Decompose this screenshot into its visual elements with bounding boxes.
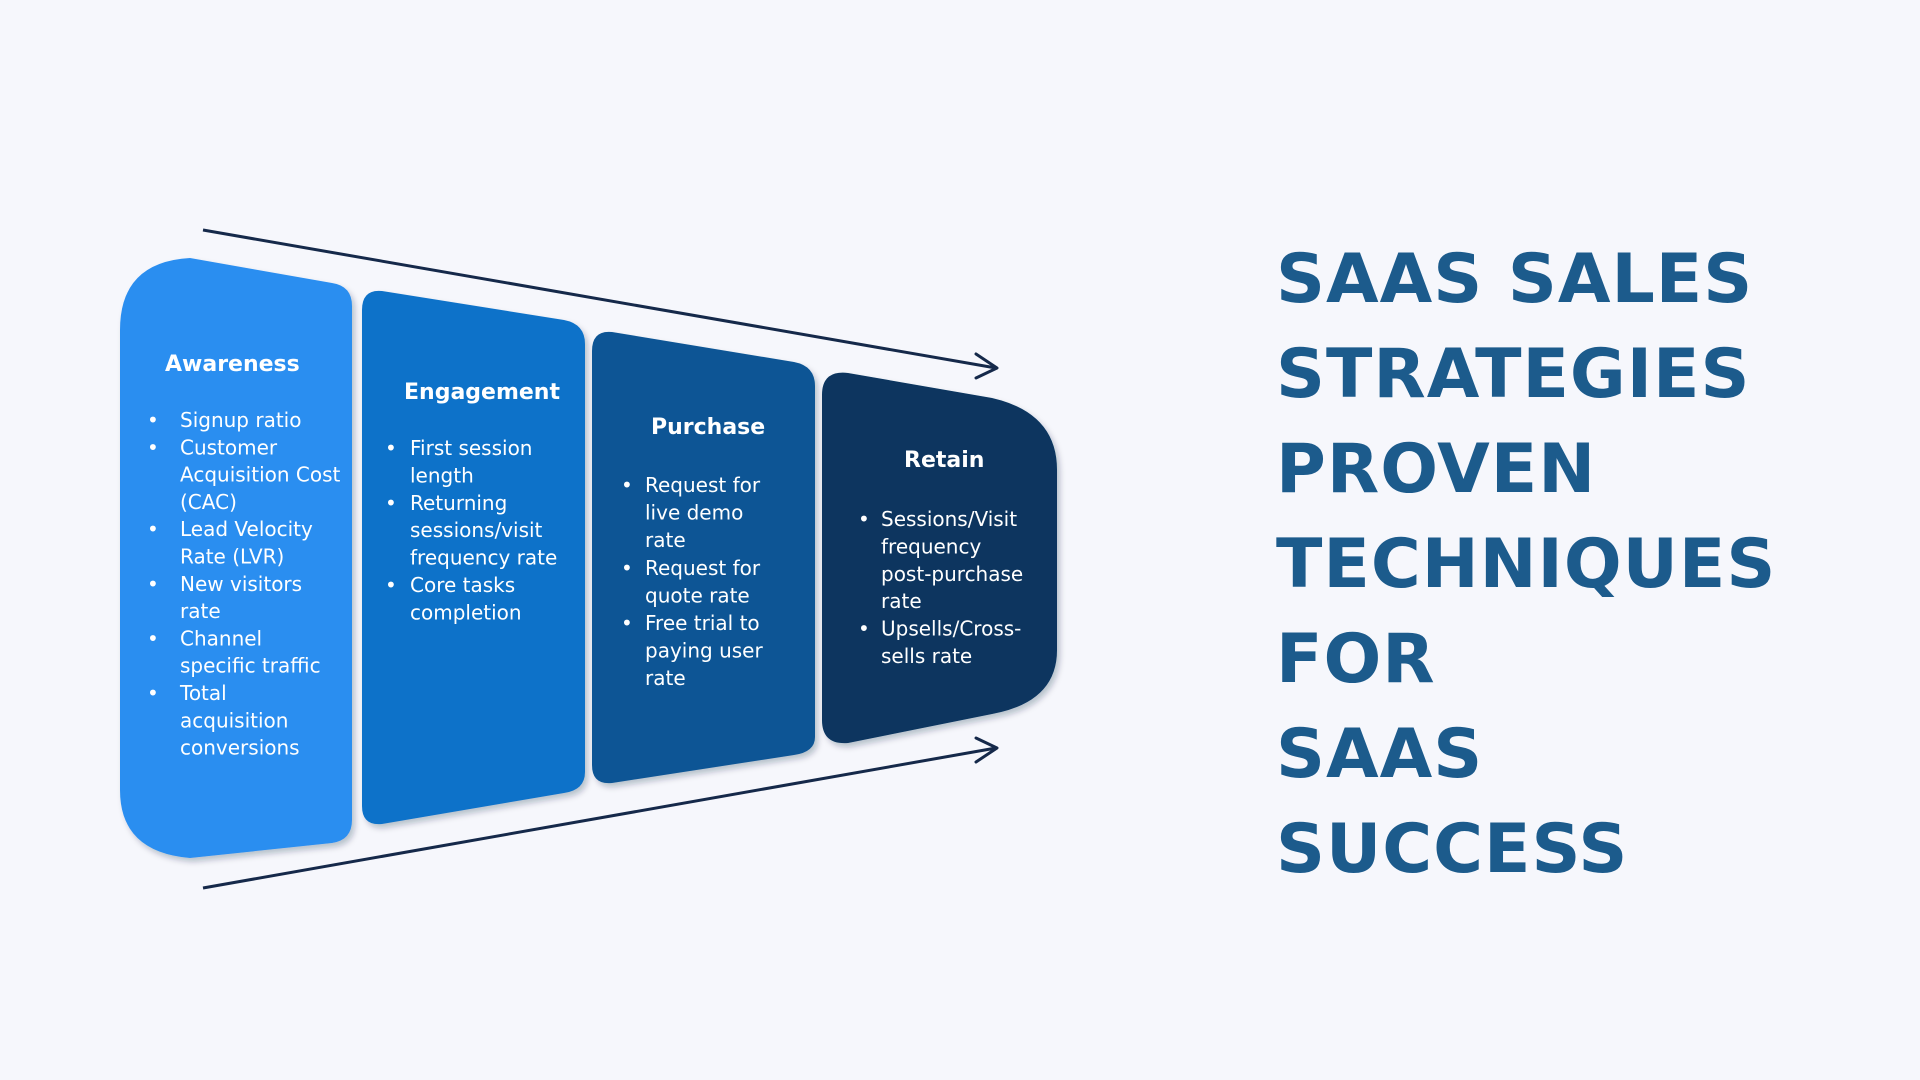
bullet-icon: • [147, 681, 159, 705]
stage-item-line: Rate (LVR) [180, 545, 284, 569]
title-line: SAAS [1276, 715, 1484, 794]
stage-item-line: Core tasks [410, 573, 515, 597]
title-line: TECHNIQUES [1276, 525, 1777, 604]
stage-engagement-shape [362, 290, 585, 825]
stage-item-line: Free trial to [645, 611, 760, 635]
stage-purchase: Purchase • Request for live demo rate • Reque… [592, 331, 815, 784]
stage-item-line: Customer [180, 435, 278, 459]
bullet-icon: • [385, 491, 397, 515]
bottom-arrow [202, 736, 999, 890]
stage-item-line: Channel [180, 626, 262, 650]
stage-item-line: Acquisition Cost [180, 463, 341, 487]
bullet-icon: • [621, 556, 633, 580]
stage-title-awareness: Awareness [165, 352, 300, 377]
stage-item-line: completion [410, 600, 522, 624]
stage-item-line: acquisition [180, 708, 288, 732]
stage-item-line: Request for [645, 556, 761, 580]
stage-item-line: frequency [881, 534, 981, 558]
bullet-icon: • [385, 436, 397, 460]
stage-retain: Retain • Sessions/Visit frequency post-purc… [822, 372, 1057, 744]
stage-purchase-shape [592, 331, 815, 784]
title-line: SAAS SALES [1276, 240, 1754, 319]
stage-item-line: rate [645, 666, 686, 690]
bullet-icon: • [621, 473, 633, 497]
bullet-icon: • [147, 626, 159, 650]
stage-title-purchase: Purchase [651, 415, 765, 440]
bullet-icon: • [147, 517, 159, 541]
stage-item-line: sessions/visit [410, 518, 543, 542]
stage-item-line: Request for [645, 473, 761, 497]
stage-title-engagement: Engagement [404, 380, 560, 405]
stage-item-line: paying user [645, 639, 763, 663]
stage-item-line: frequency rate [410, 546, 557, 570]
stage-item-line: rate [645, 528, 686, 552]
bullet-icon: • [858, 617, 870, 641]
stage-item-line: conversions [180, 736, 300, 760]
stage-item-line: Upsells/Cross- [881, 617, 1021, 641]
stage-item-line: specific traffic [180, 654, 321, 678]
bullet-icon: • [621, 611, 633, 635]
stage-item-line: length [410, 463, 474, 487]
stage-item-line: post-purchase [881, 562, 1023, 586]
stage-item-line: Total [179, 681, 227, 705]
bullet-icon: • [147, 408, 159, 432]
stage-retain-shape [822, 372, 1057, 744]
stage-title-retain: Retain [904, 448, 984, 473]
bullet-icon: • [858, 507, 870, 531]
bullet-icon: • [147, 572, 159, 596]
title-line: STRATEGIES [1276, 335, 1751, 414]
stage-item-line: New visitors [180, 572, 302, 596]
stage-awareness-shape [120, 258, 352, 858]
title-line: SUCCESS [1276, 810, 1629, 889]
stage-item-line: Returning [410, 491, 507, 515]
stage-item-line: Lead Velocity [180, 517, 313, 541]
page-title: SAAS SALES STRATEGIES PROVEN TECHNIQUES … [1276, 232, 1896, 897]
stage-awareness: Awareness • Signup ratio • CustomerAcquisit… [120, 258, 352, 858]
stage-item-line: sells rate [881, 644, 972, 668]
stage-item-line: Signup ratio [180, 408, 301, 432]
stage-item-line: quote rate [645, 583, 750, 607]
top-arrow [202, 228, 999, 380]
stage-engagement: Engagement • First session length • Returnin… [362, 290, 585, 825]
stage-item-line: rate [881, 589, 922, 613]
title-line: FOR [1276, 620, 1436, 699]
bullet-icon: • [147, 435, 159, 459]
stage-item-line: (CAC) [180, 490, 237, 514]
stage-item-line: rate [180, 599, 221, 623]
bullet-icon: • [385, 573, 397, 597]
stage-item-line: live demo [645, 501, 743, 525]
stage-item-line: Sessions/Visit [881, 507, 1017, 531]
title-line: PROVEN [1276, 430, 1597, 509]
stage-item-line: First session [410, 436, 532, 460]
